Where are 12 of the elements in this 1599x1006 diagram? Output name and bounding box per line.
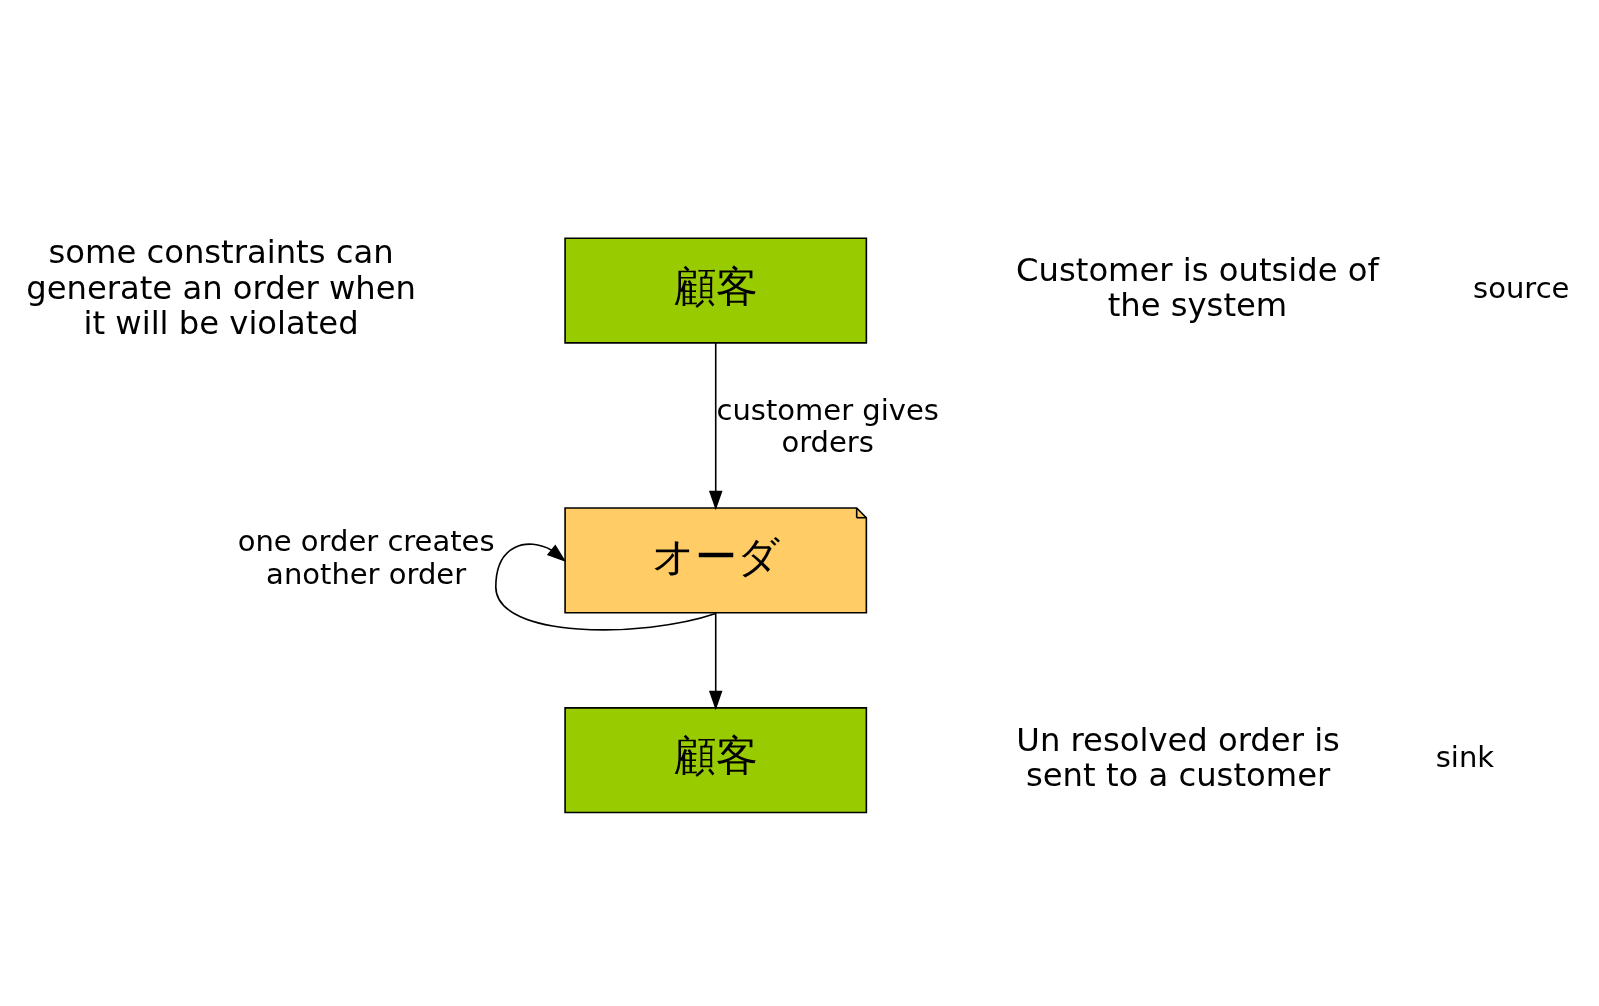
arrow (495, 543, 717, 631)
node-label: source (1473, 270, 1570, 305)
edge-label: customer gives orders (716, 393, 939, 460)
node-box: 顧客 (564, 237, 868, 344)
arrow (708, 342, 723, 511)
edge-label: one order creates another order (237, 524, 495, 591)
label: some constraints can generate an order when it will be violated (26, 233, 416, 343)
node-label: sink (1435, 740, 1495, 775)
node-box: 顧客 (564, 707, 868, 814)
node-label: Un resolved order is sent to a customer (1016, 720, 1340, 794)
node-label: Customer is outside of the system (1016, 250, 1379, 325)
arrow (708, 612, 723, 711)
